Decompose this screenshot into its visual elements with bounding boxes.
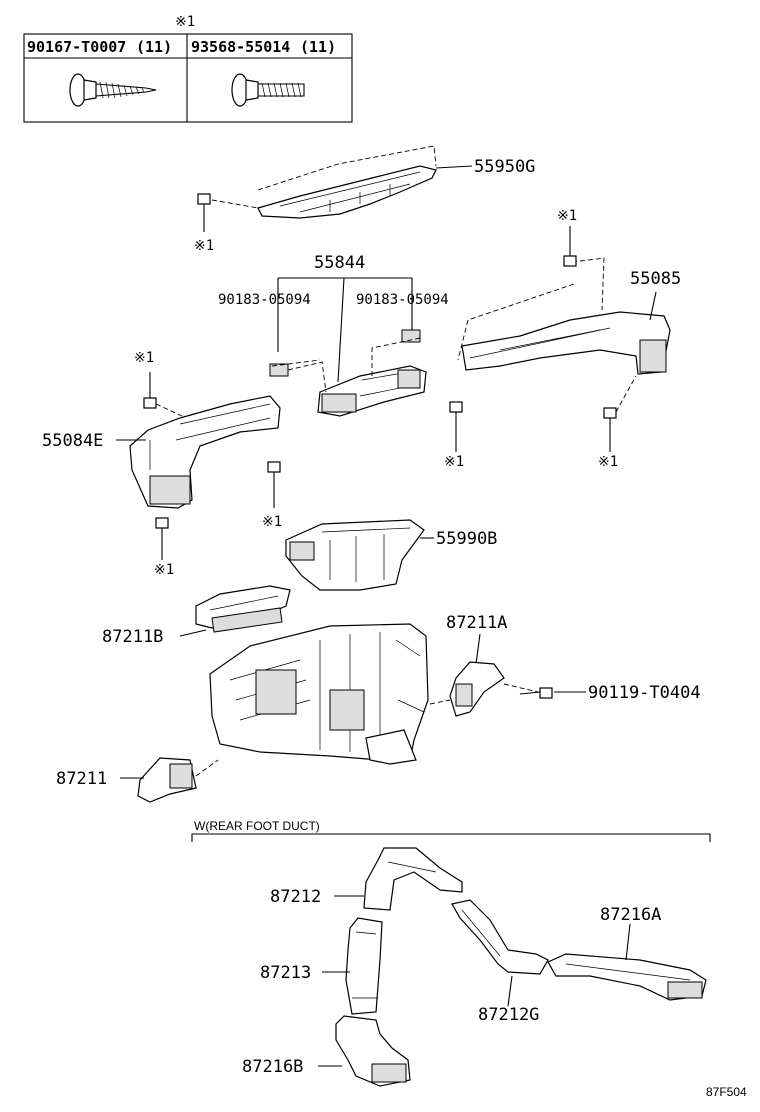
marker-x1: ※1 bbox=[444, 454, 464, 470]
label-55990B: 55990B bbox=[436, 529, 497, 549]
label-55950G: 55950G bbox=[474, 157, 535, 177]
label-55844: 55844 bbox=[314, 253, 365, 273]
part-87211 bbox=[137, 757, 197, 803]
label-87212G: 87212G bbox=[478, 1005, 539, 1025]
part-87213 bbox=[345, 917, 383, 1015]
table-col2-qty: (11) bbox=[300, 38, 336, 56]
label-87211A: 87211A bbox=[446, 613, 507, 633]
label-55084E: 55084E bbox=[42, 431, 103, 451]
label-87216B: 87216B bbox=[242, 1057, 303, 1077]
label-87211B: 87211B bbox=[102, 627, 163, 647]
part-55085 bbox=[457, 257, 671, 375]
table-col2-part: 93568-55014 bbox=[191, 38, 290, 56]
screw-icon bbox=[449, 401, 463, 452]
table-symbol: ※1 bbox=[175, 14, 195, 30]
screw-icon bbox=[603, 407, 617, 452]
part-87211A bbox=[449, 661, 505, 717]
part-87212G bbox=[451, 899, 549, 975]
label-87213: 87213 bbox=[260, 963, 311, 983]
marker-x1: ※1 bbox=[557, 208, 577, 224]
label-55085: 55085 bbox=[630, 269, 681, 289]
part-87212 bbox=[363, 847, 463, 911]
marker-x1: ※1 bbox=[194, 238, 214, 254]
label-87216A: 87216A bbox=[600, 905, 661, 925]
hvac-unit bbox=[209, 623, 429, 765]
label-87212: 87212 bbox=[270, 887, 321, 907]
marker-x1: ※1 bbox=[154, 562, 174, 578]
screw-icon bbox=[267, 461, 281, 508]
part-55084E bbox=[129, 359, 321, 509]
part-87216B bbox=[335, 1015, 411, 1087]
bolt-icon bbox=[231, 73, 305, 107]
label-90183-05094-left: 90183-05094 bbox=[218, 292, 311, 308]
part-87216A bbox=[547, 953, 707, 1001]
label-90183-05094-right: 90183-05094 bbox=[356, 292, 449, 308]
tapping-screw-icon bbox=[69, 73, 157, 107]
section-note: W(REAR FOOT DUCT) bbox=[194, 819, 320, 833]
label-87211: 87211 bbox=[56, 769, 107, 789]
figure-code: 87F504 bbox=[706, 1085, 747, 1099]
label-90119-T0404: 90119-T0404 bbox=[588, 683, 701, 703]
screw-icon bbox=[563, 226, 577, 267]
fastener-table: ※1 90167-T0007 (11) 93568-55014 (11) bbox=[23, 14, 353, 123]
part-55950G: 55950G bbox=[211, 145, 535, 219]
marker-x1: ※1 bbox=[262, 514, 282, 530]
part-87211B bbox=[195, 585, 291, 633]
screw-icon bbox=[197, 193, 211, 232]
table-col1-part: 90167-T0007 bbox=[27, 38, 126, 56]
part-55844 bbox=[317, 365, 427, 417]
part-55990B bbox=[285, 519, 425, 591]
marker-x1: ※1 bbox=[598, 454, 618, 470]
screw-icon bbox=[155, 517, 169, 560]
screw-icon bbox=[519, 687, 553, 699]
screw-icon bbox=[143, 372, 157, 409]
marker-x1: ※1 bbox=[134, 350, 154, 366]
table-col1-qty: (11) bbox=[136, 38, 172, 56]
